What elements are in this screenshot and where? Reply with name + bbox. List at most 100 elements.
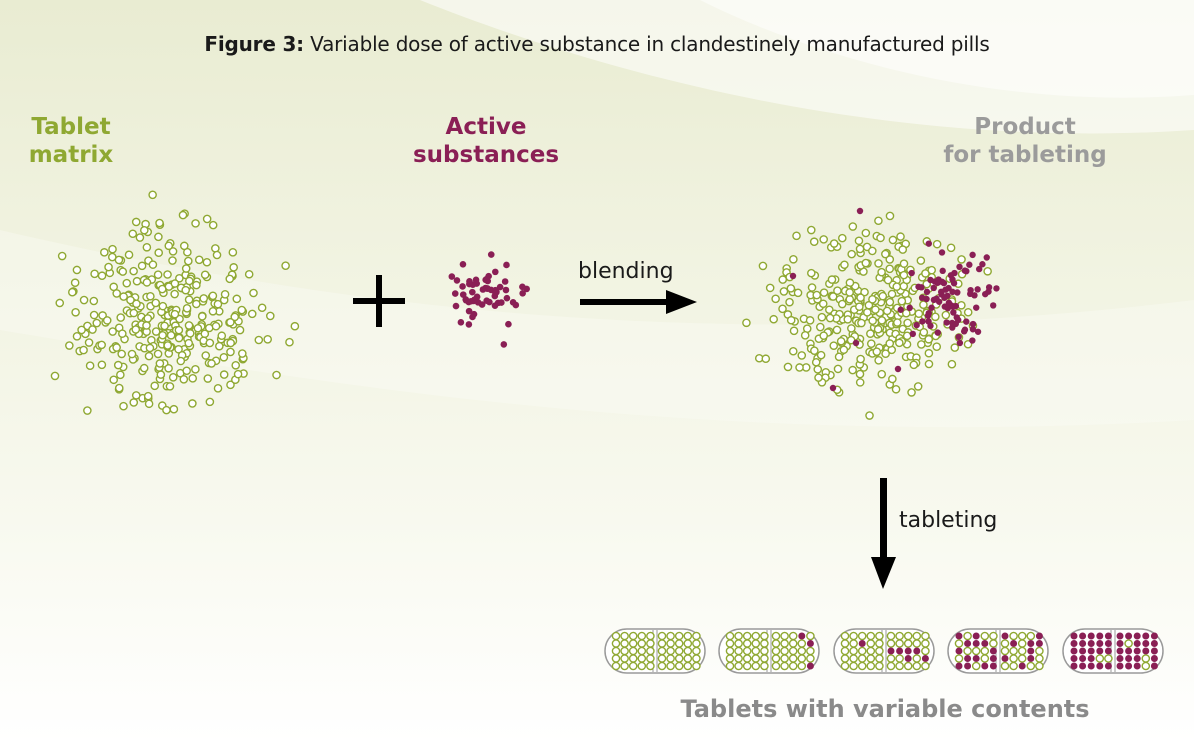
matrix-particle [84, 338, 94, 347]
product-for-tableting-label: Product for tableting [930, 113, 1120, 169]
product-matrix-particle [883, 275, 893, 285]
tablet-matrix-particle [771, 654, 781, 663]
product-matrix-particle [854, 236, 864, 246]
product-matrix-particle [825, 313, 835, 323]
tablet-matrix-particle [683, 639, 693, 648]
product-active-particle [941, 303, 949, 310]
product-active-particle [985, 284, 993, 291]
tablet-matrix-particle [646, 646, 655, 656]
matrix-particle [220, 289, 230, 299]
matrix-particle [79, 295, 89, 305]
matrix-particle [207, 359, 216, 368]
matrix-particle [168, 256, 177, 265]
matrix-particle [226, 380, 235, 390]
tablet-matrix-particle [1035, 654, 1044, 663]
product-matrix-particle [834, 352, 844, 362]
matrix-particle [155, 359, 165, 368]
matrix-particle [127, 349, 137, 359]
matrix-particle [129, 398, 139, 407]
product-matrix-particle [800, 331, 810, 340]
matrix-particle [90, 269, 99, 279]
tablet-active-particle [1116, 640, 1124, 647]
product-matrix-particle [914, 309, 924, 319]
tablet-matrix-particle [875, 654, 884, 663]
active-particle [519, 283, 526, 291]
matrix-particle [142, 278, 152, 287]
figure-title-prefix: Figure 3: [204, 32, 304, 56]
product-matrix-particle [811, 357, 821, 367]
tablet-matrix-particle [1000, 661, 1010, 671]
tablet-active-particle [964, 655, 972, 662]
tablet-matrix-particle [637, 654, 647, 663]
tablet-matrix-particle [620, 631, 629, 641]
active-particle [502, 286, 510, 294]
product-matrix-particle [771, 294, 780, 304]
product-matrix-particle [895, 338, 904, 348]
product-active-particle [927, 276, 934, 284]
tablet-matrix-particle [1009, 661, 1018, 671]
product-matrix-particle [845, 295, 855, 304]
tablet-matrix-particle [760, 654, 769, 663]
matrix-particle [185, 276, 194, 286]
tablet-matrix-particle [806, 654, 815, 663]
tablet-matrix-particle [866, 646, 876, 656]
tablet-matrix-particle [857, 631, 867, 641]
matrix-particle [124, 250, 134, 260]
matrix-particle [108, 244, 117, 254]
matrix-particle [57, 251, 67, 261]
product-matrix-particle [843, 315, 853, 324]
matrix-particle [131, 391, 141, 400]
tablet-matrix-particle [1000, 639, 1010, 648]
active-particle [451, 290, 459, 297]
matrix-particle [225, 274, 235, 284]
tablet-active-particle [1125, 647, 1133, 655]
matrix-particle [202, 214, 212, 224]
product-matrix-particle [885, 339, 895, 348]
product-active-particle [930, 284, 937, 292]
tablet-active-particle [904, 655, 912, 662]
tablet-matrix-particle [674, 661, 684, 671]
tablet-matrix-particle [692, 661, 701, 671]
product-matrix-particle [810, 346, 819, 355]
tablet-matrix-particle [903, 639, 913, 648]
tablet-matrix-particle [788, 631, 798, 641]
product-active-particle [969, 320, 977, 328]
tablet-matrix-particle [875, 631, 884, 641]
matrix-particle [238, 349, 247, 358]
product-active-particle [938, 249, 946, 256]
tablet-active-particle [798, 632, 806, 640]
product-matrix-particle [896, 232, 905, 241]
tablet-active-particle [1035, 632, 1043, 640]
matrix-particle [272, 370, 281, 380]
tablet-matrix-particle [666, 654, 675, 663]
product-active-particle [982, 290, 989, 298]
product-active-particle [955, 333, 962, 341]
active-particle [501, 278, 509, 285]
matrix-particle [290, 321, 300, 331]
product-matrix-particle [829, 239, 839, 248]
tablet-matrix-particle [751, 661, 761, 671]
tablet-matrix-particle [1035, 646, 1044, 656]
matrix-particle [170, 289, 179, 299]
product-matrix-particle [868, 246, 877, 256]
matrix-particle [88, 325, 97, 334]
matrix-particle [163, 341, 173, 350]
tablet-matrix-particle [840, 639, 850, 648]
tablet-matrix-particle [734, 661, 743, 671]
tablet-matrix-particle [611, 639, 621, 648]
tablet-matrix-particle [742, 639, 752, 648]
product-active-particle [993, 285, 1000, 292]
tablet-matrix-particle [921, 631, 930, 641]
product-active-particle [923, 288, 931, 296]
tablet-matrix-particle [742, 654, 752, 663]
product-matrix-particle [786, 284, 796, 293]
tablet-matrix-particle [1124, 639, 1133, 648]
matrix-particle [205, 397, 215, 407]
tablet-matrix-particle [674, 631, 684, 641]
tablet-matrix-particle [866, 631, 876, 641]
tablet-active-particle [1035, 640, 1043, 647]
matrix-particle [145, 343, 155, 353]
tablet-matrix-particle [1017, 654, 1027, 663]
product-matrix-particle [847, 249, 856, 259]
